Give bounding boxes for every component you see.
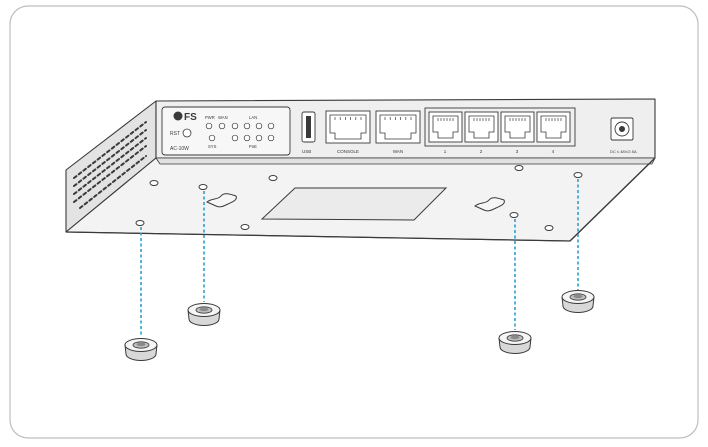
led-lan-3 bbox=[255, 122, 263, 130]
alignment-guides bbox=[140, 179, 579, 336]
lan-port-label-3: 3 bbox=[516, 149, 519, 154]
wall-mount-slot-left bbox=[206, 193, 237, 208]
lan-led-label: LAN bbox=[249, 115, 257, 120]
screw-hole bbox=[268, 175, 278, 181]
rubber-feet bbox=[124, 290, 595, 361]
lan-port-4[interactable] bbox=[536, 111, 571, 143]
rubber-foot-back-left bbox=[187, 303, 221, 326]
lan-port-1[interactable] bbox=[428, 111, 463, 143]
model-label: AC-10W bbox=[170, 146, 189, 152]
led-wan bbox=[218, 122, 226, 130]
port-group: CONSOLE WAN 1 2 3 4 bbox=[325, 107, 576, 154]
rubber-foot-back-right bbox=[561, 290, 595, 313]
foot-mount-hole bbox=[573, 172, 583, 178]
screw-hole bbox=[240, 224, 250, 230]
lan-port-label-4: 4 bbox=[552, 149, 555, 154]
sys-led-label: SYS bbox=[208, 144, 217, 149]
led-pwr bbox=[205, 122, 213, 130]
lan-port-block bbox=[424, 107, 576, 147]
led-sys bbox=[208, 134, 216, 142]
poe-led-label: PoE bbox=[249, 144, 257, 149]
reset-button[interactable] bbox=[182, 128, 192, 138]
screw-hole bbox=[149, 180, 159, 186]
fs-logo-icon bbox=[173, 111, 183, 121]
lan-port-label-1: 1 bbox=[444, 149, 447, 154]
usb-label: USB bbox=[302, 149, 311, 154]
led-lan-4 bbox=[267, 122, 275, 130]
rubber-foot-front-right bbox=[498, 331, 532, 354]
wan-port-label: WAN bbox=[393, 149, 403, 154]
status-leds bbox=[205, 122, 275, 142]
wan-port[interactable] bbox=[375, 110, 421, 144]
rst-label: RST bbox=[170, 131, 180, 137]
usb-port[interactable]: USB bbox=[301, 111, 316, 154]
bottom-features bbox=[135, 165, 583, 231]
led-lan-1 bbox=[231, 122, 239, 130]
led-lan-2 bbox=[243, 122, 251, 130]
led-poe-1 bbox=[231, 134, 239, 142]
lan-port-3[interactable] bbox=[500, 111, 535, 143]
bottom-label-recess bbox=[260, 187, 448, 221]
rubber-foot-front-left bbox=[124, 338, 158, 361]
foot-mount-hole bbox=[198, 184, 208, 190]
wall-mount-slot-right bbox=[474, 197, 505, 212]
led-poe-4 bbox=[267, 134, 275, 142]
led-poe-3 bbox=[255, 134, 263, 142]
screw-hole bbox=[514, 165, 524, 171]
status-plate: FS RST AC-10W PWR WAN LAN SYS PoE bbox=[161, 106, 291, 156]
foot-mount-hole bbox=[135, 220, 145, 226]
pwr-led-label: PWR bbox=[205, 115, 215, 120]
dc-power-jack[interactable]: DC ≤ 48V/2.5A bbox=[610, 117, 637, 154]
brand-logo-text: FS bbox=[184, 112, 197, 123]
ventilation-slots bbox=[73, 121, 147, 209]
lan-port-label-2: 2 bbox=[480, 149, 483, 154]
foot-mount-hole bbox=[509, 212, 519, 218]
console-port-label: CONSOLE bbox=[337, 149, 359, 154]
console-port[interactable] bbox=[325, 110, 371, 144]
dc-label: DC ≤ 48V/2.5A bbox=[610, 149, 637, 154]
screw-hole bbox=[544, 225, 554, 231]
lan-port-2[interactable] bbox=[464, 111, 499, 143]
led-poe-2 bbox=[243, 134, 251, 142]
wan-led-label: WAN bbox=[218, 115, 228, 120]
